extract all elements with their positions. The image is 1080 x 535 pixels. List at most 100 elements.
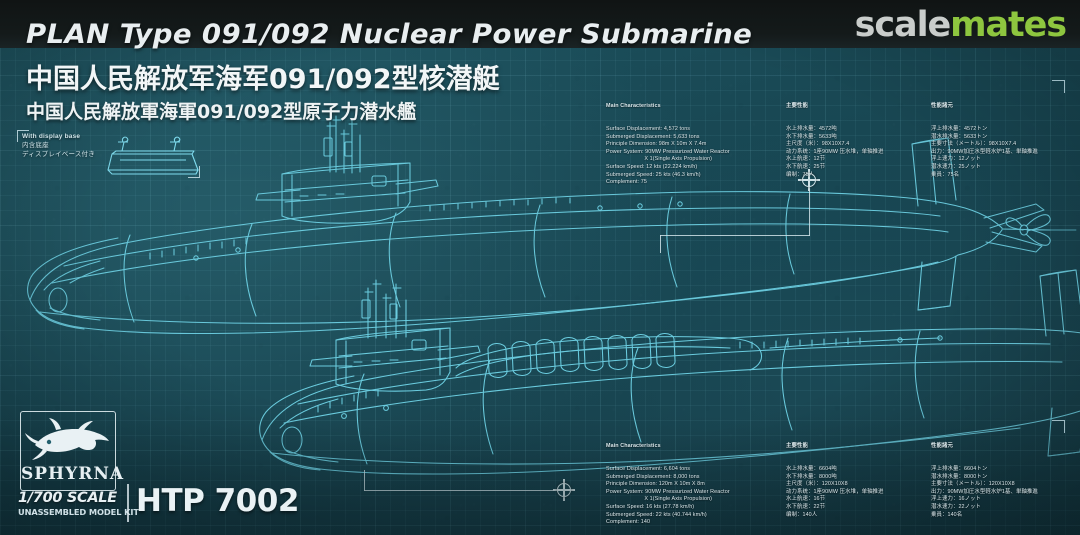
spec-line: Submerged Speed: 25 kts (46.3 km/h): [606, 171, 701, 178]
spec-line: 水下航速：22节: [786, 503, 826, 510]
spec-line: Surface Displacement: 4,572 tons: [606, 125, 691, 132]
spec-line: 主尺度（米）：98X10X7.4: [786, 141, 850, 148]
kit-type-label: UNASSEMBLED MODEL KIT: [18, 508, 139, 517]
spec-heading-cn-091: 主要性能: [786, 103, 808, 110]
spec-line: 主要寸法（メートル）：120X10X8: [931, 481, 1015, 488]
base-note-bracket-topleft: [17, 130, 29, 142]
spec-line: 编制：140人: [786, 511, 818, 518]
spec-line: 潜水速力：25ノット: [931, 163, 982, 170]
spec-line: 乗員：140名: [931, 511, 963, 518]
spec-line: 潜水排水量：8000トン: [931, 473, 988, 480]
spec-line: 动力系统：1座90MW 压水堆，单轴推进: [786, 148, 884, 155]
scalemates-logo-scale: scale: [854, 5, 952, 45]
spec-column-english-092: Main Characteristics Surface Displacemen…: [606, 428, 786, 535]
title-chinese: 中国人民解放军海军091/092型核潜艇: [26, 64, 500, 95]
kit-divider: [127, 484, 129, 522]
spec-line: 潜水排水量：5633トン: [931, 133, 988, 140]
spec-column-japanese-092: 性能諸元 浮上排水量：6604トン潜水排水量：8000トン主要寸法（メートル）：…: [931, 428, 1080, 535]
spec-line: Surface Speed: 16 kts (27.78 km/h): [606, 503, 695, 510]
spec-line: Complement: 75: [606, 179, 647, 186]
spec-line: Surface Speed: 12 kts (22.224 km/h): [606, 163, 698, 170]
spec-line: 出力：90MW加圧水型軽水炉1基、単軸推進: [931, 488, 1038, 495]
display-base-note: With display base 内含底座 ディスプレイベース付き: [22, 132, 95, 159]
spec-line: Principle Dimension: 98m X 10m X 7.4m: [606, 141, 707, 148]
spec-corner-mark-091: [1052, 80, 1065, 93]
reticle-target-lower: [553, 479, 575, 501]
spec-line: Submerged Displacement: 5,633 tons: [606, 133, 700, 140]
spec-column-chinese-091: 主要性能 水上排水量：4572吨水下排水量：5633吨主尺度（米）：98X10X…: [786, 88, 931, 202]
spec-line: Principle Dimension: 120m X 10m X 8m: [606, 481, 705, 488]
spec-line: 浮上排水量：4572トン: [931, 125, 988, 132]
hammerhead-shark-icon: [25, 415, 113, 465]
scalemates-logo[interactable]: scalemates: [854, 5, 1067, 45]
spec-line: 浮上速力：12ノット: [931, 156, 982, 163]
display-base-note-jp: ディスプレイベース付き: [22, 151, 95, 158]
spec-lines-jp-091: 浮上排水量：4572トン潜水排水量：5633トン主要寸法（メートル）：98X10…: [931, 126, 1080, 179]
spec-line: 水上排水量：6604吨: [786, 465, 837, 472]
spec-line: 编制：75人: [786, 171, 815, 178]
leader-line-upper-drop: [809, 186, 811, 236]
spec-heading-en-092: Main Characteristics: [606, 443, 661, 450]
spec-line: 出力：90MW加圧水型軽水炉1基、単軸推進: [931, 148, 1038, 155]
base-note-bracket-bottomright: [188, 166, 200, 178]
spec-line: 水上排水量：4572吨: [786, 125, 837, 132]
spec-line: 乗員：75名: [931, 171, 960, 178]
spec-line: 水下排水量：8000吨: [786, 473, 837, 480]
leader-line-lower-vertical: [364, 470, 366, 491]
spec-column-japanese-091: 性能諸元 浮上排水量：4572トン潜水排水量：5633トン主要寸法（メートル）：…: [931, 88, 1080, 202]
spec-heading-jp-092: 性能諸元: [931, 443, 953, 450]
spec-line: 主要寸法（メートル）：98X10X7.4: [931, 141, 1017, 148]
leader-line-upper-horizontal: [660, 235, 810, 237]
spec-line: Power System: 90MW Pressurized Water Rea…: [606, 148, 730, 155]
display-base-note-cn: 内含底座: [22, 142, 49, 149]
spec-heading-cn-092: 主要性能: [786, 443, 808, 450]
leader-line-lower-horizontal: [364, 490, 564, 492]
kit-code-label: HTP 7002: [136, 483, 299, 519]
spec-heading-jp-091: 性能諸元: [931, 103, 953, 110]
spec-line: X 1(Single Axis Propulsion): [606, 496, 713, 503]
spec-line: 潜水速力：22ノット: [931, 503, 982, 510]
sphyrna-wordmark: SPHYRNA: [21, 464, 125, 484]
spec-line: Complement: 140: [606, 519, 651, 526]
spec-heading-en-091: Main Characteristics: [606, 103, 661, 110]
spec-lines-jp-092: 浮上排水量：6604トン潜水排水量：8000トン主要寸法（メートル）：120X1…: [931, 466, 1080, 519]
spec-line: 水下排水量：5633吨: [786, 133, 837, 140]
spec-block-type092: Main Characteristics Surface Displacemen…: [606, 428, 1080, 535]
sphyrna-manufacturer-badge[interactable]: SPHYRNA: [20, 411, 125, 491]
spec-line: Power System: 90MW Pressurized Water Rea…: [606, 488, 730, 495]
display-base-illustration: [107, 136, 199, 175]
submarine-upper-illustration: [27, 115, 1077, 335]
header-band: scalemates: [0, 0, 1080, 48]
spec-line: 浮上排水量：6604トン: [931, 465, 988, 472]
spec-line: 浮上速力：16ノット: [931, 496, 982, 503]
spec-column-english-091: Main Characteristics Surface Displacemen…: [606, 88, 786, 202]
scalemates-logo-mates: mates: [950, 5, 1067, 45]
spec-line: Submerged Speed: 22 kts (40.744 km/h): [606, 511, 707, 518]
spec-line: 动力系统：1座90MW 压水堆，单轴推进: [786, 488, 884, 495]
spec-line: Submerged Displacement: 8,000 tons: [606, 473, 700, 480]
title-japanese: 中国人民解放軍海軍091/092型原子力潜水艦: [26, 101, 417, 123]
spec-line: Surface Displacement: 6,604 tons: [606, 465, 691, 472]
submarine-lower-illustration: [259, 269, 1080, 475]
spec-block-type091: Main Characteristics Surface Displacemen…: [606, 88, 1080, 202]
leader-line-upper-vertical: [660, 235, 662, 253]
spec-line: 主尺度（米）：120X10X8: [786, 481, 848, 488]
display-base-note-en: With display base: [22, 133, 81, 140]
reticle-target-upper: [798, 169, 820, 191]
spec-corner-mark-092: [1052, 420, 1065, 433]
bottom-fade-overlay: [0, 415, 1080, 535]
kit-scale-label: 1/700 SCALE: [18, 490, 117, 506]
title-english: PLAN Type 091/092 Nuclear Power Submarin…: [26, 19, 753, 50]
spec-column-chinese-092: 主要性能 水上排水量：6604吨水下排水量：8000吨主尺度（米）：120X10…: [786, 428, 931, 535]
spec-line: 水下航速：25节: [786, 163, 826, 170]
spec-line: X 1(Single Axis Propulsion): [606, 156, 713, 163]
spec-line: 水上航速：16节: [786, 496, 826, 503]
